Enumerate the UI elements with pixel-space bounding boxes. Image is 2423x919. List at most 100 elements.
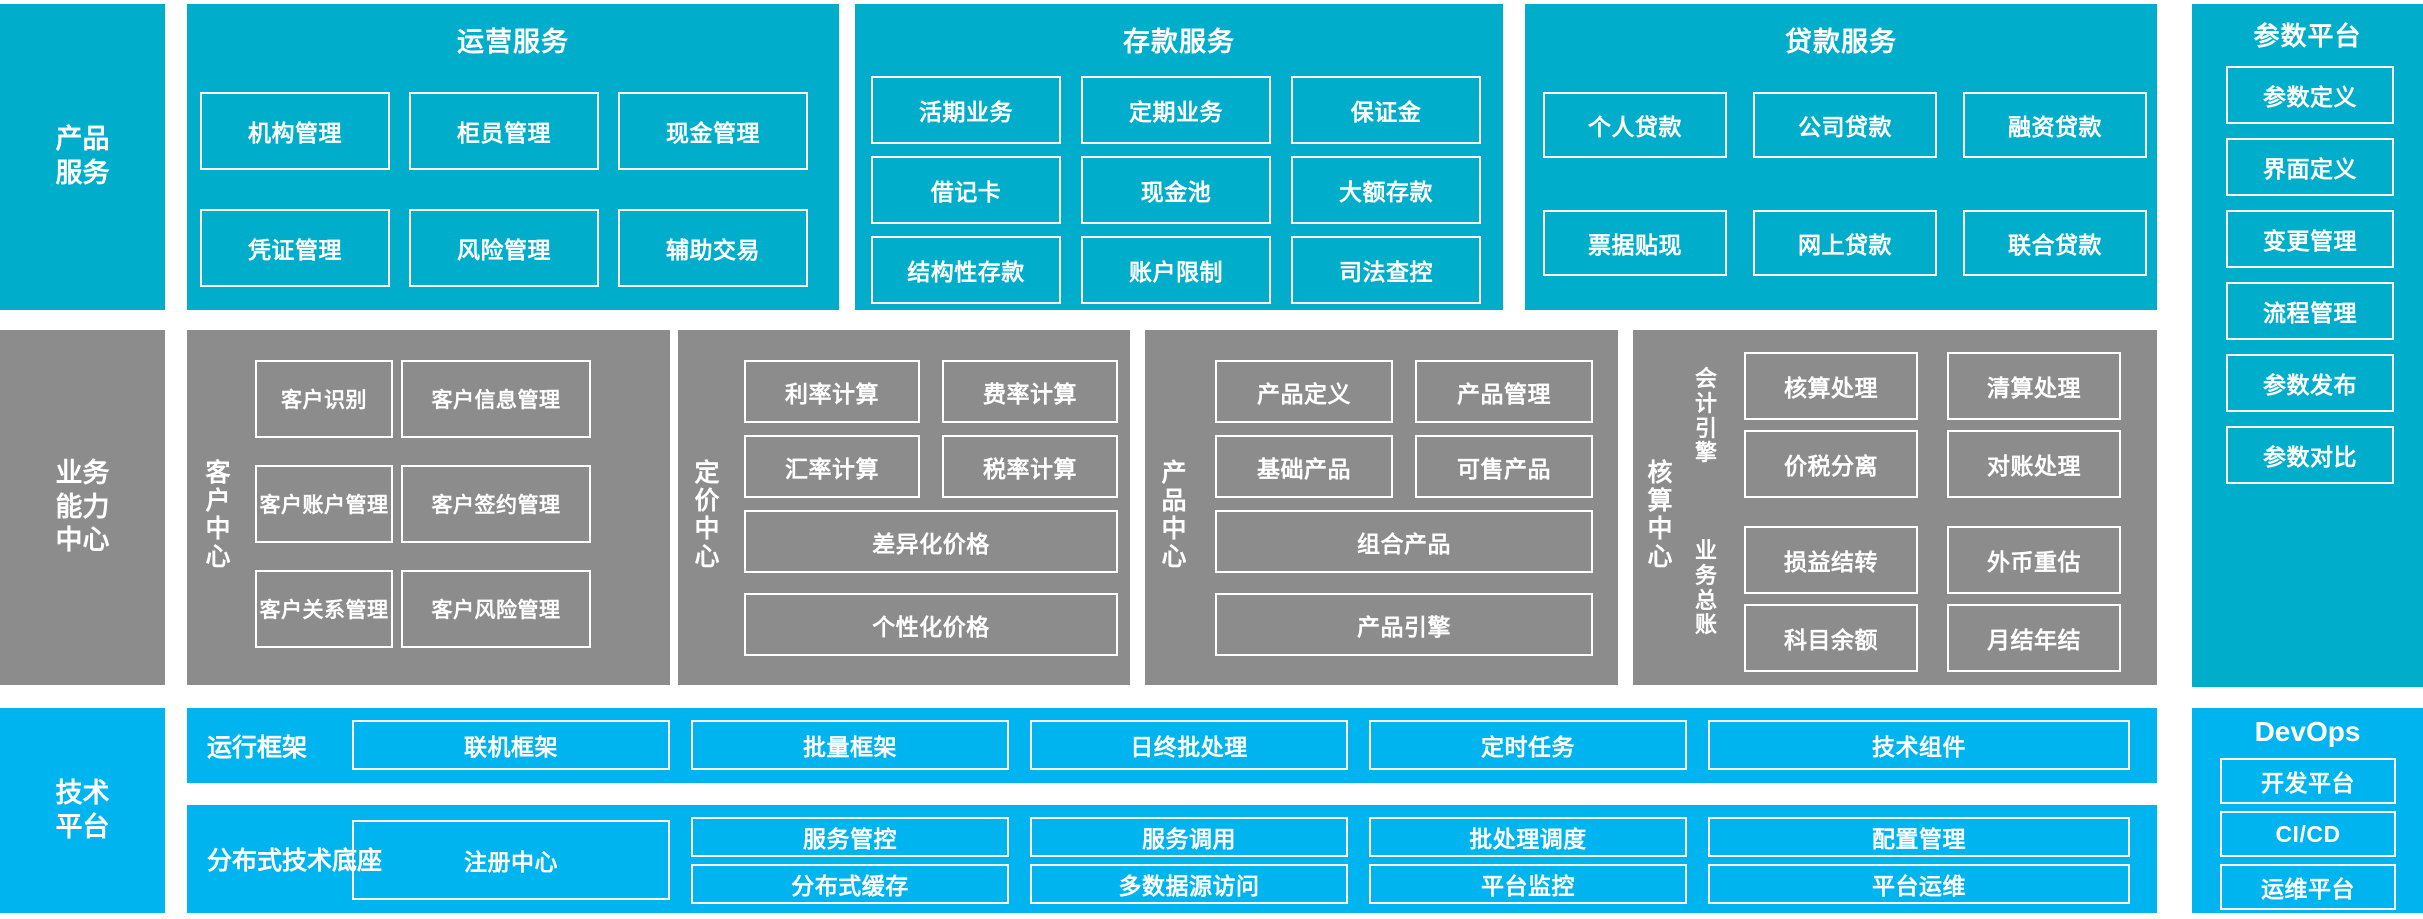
distributed-item-config-management[interactable]: 配置管理	[1708, 817, 2130, 857]
vlabel-char: 定	[694, 459, 720, 487]
customer-item-contract-management[interactable]: 客户签约管理	[401, 465, 591, 543]
band-label-line: 业务	[55, 457, 110, 488]
vlabel-char: 业	[1694, 538, 1717, 564]
accounting-item-foreign-currency-revaluation[interactable]: 外币重估	[1947, 526, 2121, 594]
accounting-item-reconciliation[interactable]: 对账处理	[1947, 430, 2121, 498]
product-item-combined-product[interactable]: 组合产品	[1215, 510, 1593, 573]
accounting-item-profit-loss-carryover[interactable]: 损益结转	[1744, 526, 1918, 594]
loan-item-corporate-loan[interactable]: 公司贷款	[1753, 92, 1937, 158]
vlabel-char: 算	[1647, 487, 1673, 515]
vlabel-char: 价	[694, 487, 720, 515]
vlabel-char: 中	[1647, 515, 1673, 543]
accounting-item-account-balance[interactable]: 科目余额	[1744, 604, 1918, 672]
panel-devops: DevOps 开发平台 CI/CD 运维平台	[2192, 708, 2423, 913]
band-label-line: 服务	[55, 158, 110, 188]
distributed-item-service-governance[interactable]: 服务管控	[691, 817, 1009, 857]
distributed-item-multi-datasource-access[interactable]: 多数据源访问	[1030, 864, 1348, 904]
pricing-item-interest-rate-calc[interactable]: 利率计算	[744, 360, 920, 423]
distributed-item-platform-operations[interactable]: 平台运维	[1708, 864, 2130, 904]
deposit-item-large-deposit[interactable]: 大额存款	[1291, 156, 1481, 224]
pricing-item-personalized-price[interactable]: 个性化价格	[744, 593, 1118, 656]
distributed-item-distributed-cache[interactable]: 分布式缓存	[691, 864, 1009, 904]
pricing-item-fee-rate-calc[interactable]: 费率计算	[942, 360, 1118, 423]
devops-item-development-platform[interactable]: 开发平台	[2220, 758, 2396, 804]
vlabel-char: 心	[1161, 543, 1187, 571]
deposit-item-cash-pool[interactable]: 现金池	[1081, 156, 1271, 224]
deposit-item-debit-card[interactable]: 借记卡	[871, 156, 1061, 224]
pricing-item-tax-rate-calc[interactable]: 税率计算	[942, 435, 1118, 498]
accounting-item-settlement-processing[interactable]: 清算处理	[1947, 352, 2121, 420]
product-item-basic-product[interactable]: 基础产品	[1215, 435, 1393, 498]
vlabel-char: 计	[1694, 390, 1717, 416]
center-accounting: 核 算 中 心 会 计 引 擎 业 务 总 账 核算处理 清算处理 价税分离 对…	[1633, 330, 2157, 685]
deposit-item-account-restriction[interactable]: 账户限制	[1081, 236, 1271, 304]
center-pricing: 定 价 中 心 利率计算 费率计算 汇率计算 税率计算 差异化价格 个性化价格	[678, 330, 1130, 685]
band-label-line: 中心	[55, 525, 110, 556]
service-item-risk-management[interactable]: 风险管理	[409, 209, 599, 287]
vlabel-char: 产	[1161, 459, 1187, 487]
vlabel-char: 品	[1161, 487, 1187, 515]
loan-item-personal-loan[interactable]: 个人贷款	[1543, 92, 1727, 158]
customer-item-relation-management[interactable]: 客户关系管理	[255, 570, 393, 648]
parameter-item-ui-definition[interactable]: 界面定义	[2226, 138, 2394, 196]
deposit-item-margin-deposit[interactable]: 保证金	[1291, 76, 1481, 144]
service-item-voucher-management[interactable]: 凭证管理	[200, 209, 390, 287]
customer-item-risk-management[interactable]: 客户风险管理	[401, 570, 591, 648]
group-title-loan-service: 贷款服务	[1785, 27, 1897, 57]
runtime-item-batch-framework[interactable]: 批量框架	[691, 720, 1009, 770]
band-label-line: 技术	[55, 777, 110, 808]
service-item-teller-management[interactable]: 柜员管理	[409, 92, 599, 170]
parameter-item-change-management[interactable]: 变更管理	[2226, 210, 2394, 268]
devops-item-cicd[interactable]: CI/CD	[2220, 811, 2396, 857]
customer-item-account-management[interactable]: 客户账户管理	[255, 465, 393, 543]
runtime-item-online-framework[interactable]: 联机框架	[352, 720, 670, 770]
parameter-item-process-management[interactable]: 流程管理	[2226, 282, 2394, 340]
parameter-item-publish[interactable]: 参数发布	[2226, 354, 2394, 412]
deposit-item-time-business[interactable]: 定期业务	[1081, 76, 1271, 144]
vlabel-char: 中	[205, 515, 231, 543]
deposit-item-judicial-inquiry[interactable]: 司法查控	[1291, 236, 1481, 304]
group-title-operation-service: 运营服务	[457, 27, 569, 57]
distributed-item-registry-center[interactable]: 注册中心	[352, 820, 670, 900]
distributed-item-service-invocation[interactable]: 服务调用	[1030, 817, 1348, 857]
service-item-institution-management[interactable]: 机构管理	[200, 92, 390, 170]
parameter-item-compare[interactable]: 参数对比	[2226, 426, 2394, 484]
accounting-item-price-tax-separation[interactable]: 价税分离	[1744, 430, 1918, 498]
vlabel-char: 核	[1647, 459, 1673, 487]
distributed-item-platform-monitoring[interactable]: 平台监控	[1369, 864, 1687, 904]
center-label-customer: 客 户 中 心	[201, 395, 235, 635]
customer-item-info-management[interactable]: 客户信息管理	[401, 360, 591, 438]
loan-item-financing-loan[interactable]: 融资贷款	[1963, 92, 2147, 158]
distributed-item-batch-scheduling[interactable]: 批处理调度	[1369, 817, 1687, 857]
product-item-sellable-product[interactable]: 可售产品	[1415, 435, 1593, 498]
center-label-accounting: 核 算 中 心	[1643, 395, 1677, 635]
product-item-management[interactable]: 产品管理	[1415, 360, 1593, 423]
accounting-item-month-year-end-closing[interactable]: 月结年结	[1947, 604, 2121, 672]
loan-item-online-loan[interactable]: 网上贷款	[1753, 210, 1937, 276]
tech-row-label-runtime-framework: 运行框架	[207, 733, 308, 762]
devops-item-ops-platform[interactable]: 运维平台	[2220, 864, 2396, 910]
accounting-item-accounting-processing[interactable]: 核算处理	[1744, 352, 1918, 420]
vlabel-char: 账	[1694, 612, 1717, 638]
vlabel-char: 中	[1161, 515, 1187, 543]
pricing-item-exchange-rate-calc[interactable]: 汇率计算	[744, 435, 920, 498]
vlabel-char: 客	[205, 459, 231, 487]
vlabel-char: 中	[694, 515, 720, 543]
loan-item-bill-discount[interactable]: 票据贴现	[1543, 210, 1727, 276]
pricing-item-differentiated-price[interactable]: 差异化价格	[744, 510, 1118, 573]
parameter-item-definition[interactable]: 参数定义	[2226, 66, 2394, 124]
runtime-item-scheduled-task[interactable]: 定时任务	[1369, 720, 1687, 770]
loan-item-joint-loan[interactable]: 联合贷款	[1963, 210, 2147, 276]
runtime-item-eod-batch[interactable]: 日终批处理	[1030, 720, 1348, 770]
deposit-item-demand-business[interactable]: 活期业务	[871, 76, 1061, 144]
customer-item-identification[interactable]: 客户识别	[255, 360, 393, 438]
panel-parameter-platform: 参数平台 参数定义 界面定义 变更管理 流程管理 参数发布 参数对比	[2192, 4, 2423, 687]
product-item-definition[interactable]: 产品定义	[1215, 360, 1393, 423]
product-item-product-engine[interactable]: 产品引擎	[1215, 593, 1593, 656]
service-item-auxiliary-transaction[interactable]: 辅助交易	[618, 209, 808, 287]
runtime-item-technical-component[interactable]: 技术组件	[1708, 720, 2130, 770]
deposit-item-structured-deposit[interactable]: 结构性存款	[871, 236, 1061, 304]
vlabel-char: 引	[1694, 415, 1717, 441]
service-item-cash-management[interactable]: 现金管理	[618, 92, 808, 170]
